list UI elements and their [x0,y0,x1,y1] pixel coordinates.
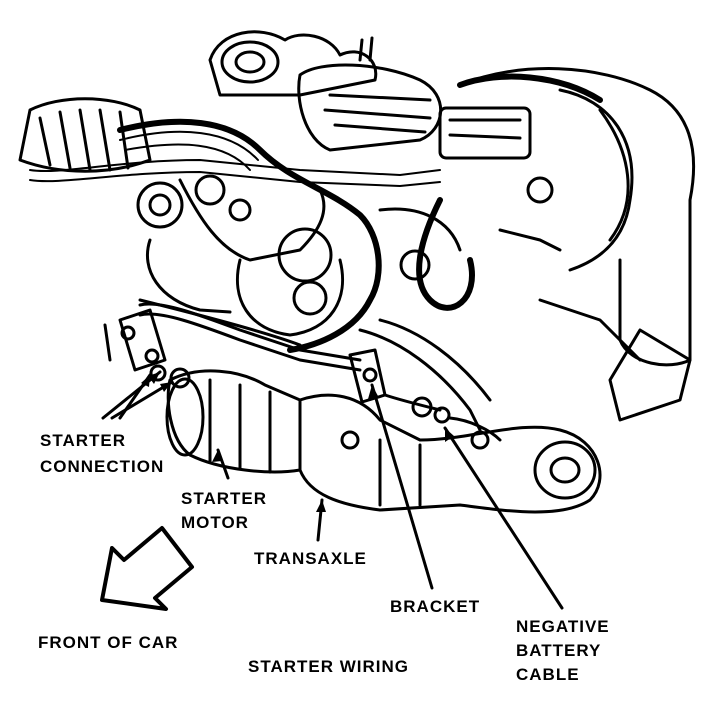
transaxle-housing [298,328,692,514]
wiring-harness [117,73,603,353]
bracket-label: BRACKET [390,597,481,616]
starter-motor-label-line1: STARTER [181,489,268,508]
negative-battery-cable-label-line1: NEGATIVE [516,617,610,636]
arrowheads [141,372,454,512]
starter-motor-label-line2: MOTOR [181,513,249,532]
starter-connection-terminals [103,308,167,372]
exhaust-manifold [458,67,696,367]
leader-lines [101,370,564,610]
air-cleaner-assembly [208,30,532,160]
negative-battery-cable-label-line2: BATTERY [516,641,602,660]
starter-motor [149,364,302,474]
starter-connection-label-line2: CONNECTION [40,457,165,476]
transaxle-label: TRANSAXLE [254,549,367,568]
diagram-caption: STARTER WIRING [248,657,410,676]
negative-battery-cable-label-line3: CABLE [516,665,580,684]
bracket-and-cable-end [348,348,502,442]
front-of-car-label: FRONT OF CAR [38,633,179,652]
fuel-lines [138,302,492,432]
front-direction-arrow [100,526,194,611]
starter-connection-label-line1: STARTER [40,431,127,450]
intake-housing [138,178,462,347]
